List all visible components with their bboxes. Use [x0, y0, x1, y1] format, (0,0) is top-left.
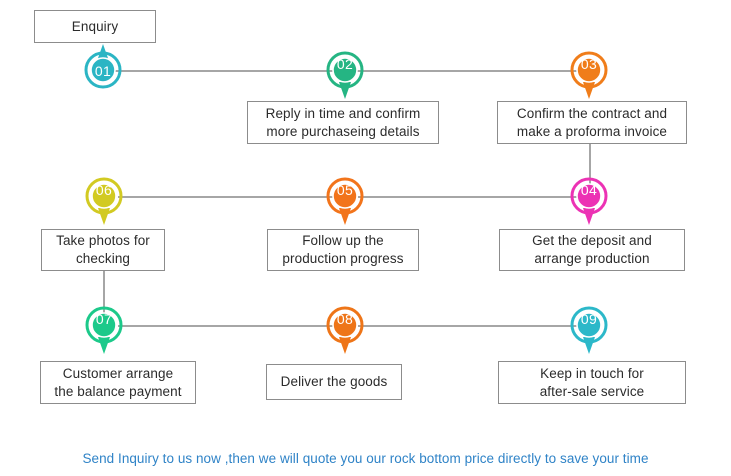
footer-cta-text: Send Inquiry to us now ,then we will quo…	[82, 451, 649, 466]
connector-01-to-02	[112, 70, 338, 72]
connector-06-to-07	[103, 270, 105, 318]
box-step-09-text: Keep in touch for after-sale service	[540, 365, 645, 401]
connector-08-to-09	[358, 325, 582, 327]
box-step-07-line-1: Customer arrange	[62, 365, 174, 381]
box-step-02: Reply in time and confirm more purchasei…	[247, 101, 439, 144]
box-step-06-line-2: checking	[75, 251, 131, 266]
box-step-02-line-1: Reply in time and confirm	[265, 105, 421, 121]
box-step-06: Take photos for checking	[41, 229, 165, 271]
box-step-08: Deliver the goods	[266, 364, 402, 400]
box-step-04-line-2: arrange production	[534, 251, 650, 266]
marker-02-shape	[326, 51, 364, 99]
box-step-07: Customer arrange the balance payment	[40, 361, 196, 404]
connector-05-to-04	[358, 196, 582, 198]
marker-04-shape	[570, 177, 608, 225]
box-step-02-line-2: more purchaseing details	[266, 123, 420, 139]
box-step-09-line-1: Keep in touch for	[540, 365, 644, 381]
marker-08-shape	[326, 306, 364, 354]
box-step-05-line-1: Follow up the	[302, 233, 384, 248]
box-step-05: Follow up the production progress	[267, 229, 419, 271]
marker-01-shape	[84, 44, 122, 89]
box-step-04: Get the deposit and arrange production	[499, 229, 685, 271]
box-step-06-line-1: Take photos for	[56, 233, 150, 248]
step-marker-08[interactable]: 08	[324, 304, 366, 356]
marker-05-shape	[326, 177, 364, 225]
step-marker-06[interactable]: 06	[83, 175, 125, 227]
connector-07-to-08	[118, 325, 340, 327]
marker-07-shape	[85, 306, 123, 354]
box-step-04-line-1: Get the deposit and	[532, 233, 652, 248]
connector-06-to-05	[118, 196, 340, 198]
step-marker-03[interactable]: 03	[568, 49, 610, 101]
box-enquiry-label: Enquiry	[71, 18, 119, 34]
box-step-08-line-1: Deliver the goods	[280, 374, 388, 389]
marker-09-shape	[570, 306, 608, 354]
step-marker-09[interactable]: 09	[568, 304, 610, 356]
box-step-09: Keep in touch for after-sale service	[498, 361, 686, 404]
step-marker-01[interactable]: 01	[82, 44, 124, 96]
step-marker-04[interactable]: 04	[568, 175, 610, 227]
connector-02-to-03	[356, 70, 582, 72]
box-enquiry: Enquiry	[34, 10, 156, 43]
box-step-05-text: Follow up the production progress	[282, 232, 403, 268]
box-step-03-text: Confirm the contract and make a proforma…	[517, 105, 667, 141]
box-step-03: Confirm the contract and make a proforma…	[497, 101, 687, 144]
box-step-07-text: Customer arrange the balance payment	[54, 365, 181, 401]
box-step-08-text: Deliver the goods	[281, 373, 388, 391]
box-step-02-text: Reply in time and confirm more purchasei…	[266, 105, 421, 141]
step-marker-07[interactable]: 07	[83, 304, 125, 356]
box-step-03-line-1: Confirm the contract and	[516, 105, 668, 121]
box-step-05-line-2: production progress	[282, 251, 404, 266]
step-marker-05[interactable]: 05	[324, 175, 366, 227]
connector-03-to-04	[589, 143, 591, 190]
box-step-04-text: Get the deposit and arrange production	[532, 232, 652, 268]
marker-06-shape	[85, 177, 123, 225]
box-step-03-line-2: make a proforma invoice	[516, 123, 668, 139]
marker-03-shape	[570, 51, 608, 99]
box-step-07-line-2: the balance payment	[54, 383, 182, 399]
box-step-06-text: Take photos for checking	[56, 232, 150, 268]
step-marker-02[interactable]: 02	[324, 49, 366, 101]
box-step-09-line-2: after-sale service	[539, 383, 645, 399]
